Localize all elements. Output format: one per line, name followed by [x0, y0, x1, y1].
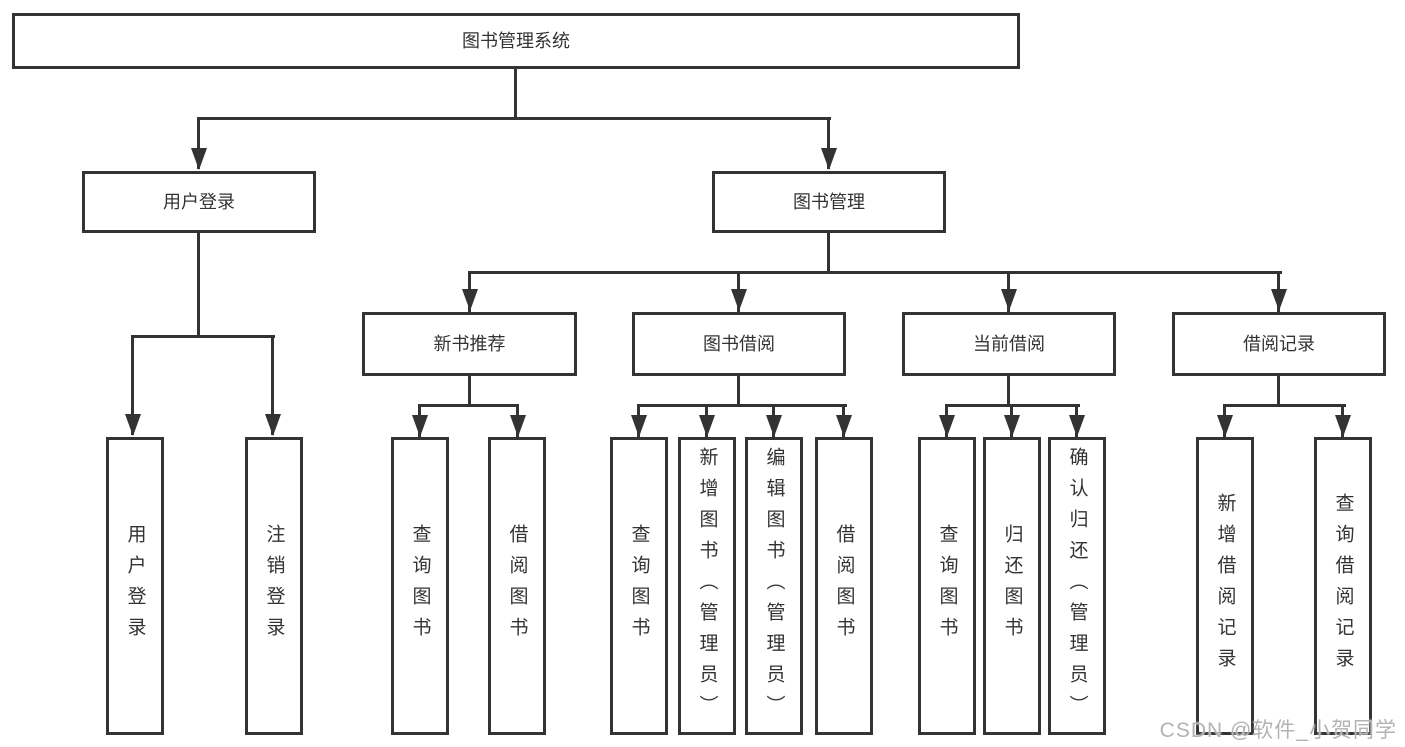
arrow-down-icon — [462, 289, 478, 311]
node-user-login: 用户登录 — [82, 171, 316, 233]
arrow-down-icon — [836, 415, 852, 437]
leaf-add-books-admin: 新增图书（管理员） — [678, 437, 736, 735]
leaf-query-borrow-record-label: 查询借阅记录 — [1332, 493, 1354, 679]
leaf-borrow-query-books-label: 查询图书 — [628, 524, 650, 648]
arrow-down-icon — [766, 415, 782, 437]
connector-line — [468, 376, 471, 407]
arrow-down-icon — [699, 415, 715, 437]
arrow-down-icon — [412, 415, 428, 437]
connector-line — [131, 335, 275, 338]
connector-line — [197, 117, 831, 120]
connector-line — [418, 404, 519, 407]
leaf-add-borrow-record-label: 新增借阅记录 — [1214, 493, 1236, 679]
leaf-recommend-query-books: 查询图书 — [391, 437, 449, 735]
connector-line — [827, 117, 830, 169]
connector-line — [131, 335, 134, 435]
connector-line — [197, 117, 200, 169]
arrow-down-icon — [1217, 415, 1233, 437]
node-new-book-recommend: 新书推荐 — [362, 312, 577, 376]
connector-line — [271, 335, 274, 435]
leaf-current-query-books-label: 查询图书 — [936, 524, 958, 648]
node-root-label: 图书管理系统 — [462, 31, 570, 51]
arrow-down-icon — [1004, 415, 1020, 437]
arrow-down-icon — [191, 148, 207, 170]
connector-line — [1223, 404, 1346, 407]
arrow-down-icon — [1001, 289, 1017, 311]
arrow-down-icon — [1335, 415, 1351, 437]
node-root: 图书管理系统 — [12, 13, 1020, 69]
node-current-borrow: 当前借阅 — [902, 312, 1116, 376]
connector-line — [197, 233, 200, 337]
leaf-recommend-query-books-label: 查询图书 — [409, 524, 431, 648]
arrow-down-icon — [125, 414, 141, 436]
arrow-down-icon — [1271, 289, 1287, 311]
node-user-login-label: 用户登录 — [163, 192, 235, 212]
leaf-borrow-query-books: 查询图书 — [610, 437, 668, 735]
node-book-borrow-label: 图书借阅 — [703, 334, 775, 354]
node-borrow-records-label: 借阅记录 — [1243, 334, 1315, 354]
arrow-down-icon — [731, 289, 747, 311]
connector-line — [827, 233, 830, 273]
node-book-borrow: 图书借阅 — [632, 312, 846, 376]
leaf-return-books: 归还图书 — [983, 437, 1041, 735]
leaf-return-books-label: 归还图书 — [1001, 524, 1023, 648]
node-book-management: 图书管理 — [712, 171, 946, 233]
leaf-current-query-books: 查询图书 — [918, 437, 976, 735]
connector-line — [468, 271, 1282, 274]
leaf-user-login-label: 用户登录 — [124, 524, 146, 648]
connector-line — [1007, 376, 1010, 407]
node-book-management-label: 图书管理 — [793, 192, 865, 212]
leaf-borrow-books-label: 借阅图书 — [833, 524, 855, 648]
node-current-borrow-label: 当前借阅 — [973, 334, 1045, 354]
leaf-add-borrow-record: 新增借阅记录 — [1196, 437, 1254, 735]
arrow-down-icon — [631, 415, 647, 437]
leaf-edit-books-admin-label: 编辑图书（管理员） — [763, 446, 785, 726]
connector-line — [637, 404, 847, 407]
leaf-query-borrow-record: 查询借阅记录 — [1314, 437, 1372, 735]
leaf-logout-label: 注销登录 — [263, 524, 285, 648]
connector-line — [737, 376, 740, 407]
node-new-book-recommend-label: 新书推荐 — [433, 334, 506, 354]
connector-line — [1277, 376, 1280, 407]
arrow-down-icon — [821, 148, 837, 170]
leaf-logout: 注销登录 — [245, 437, 303, 735]
arrow-down-icon — [1069, 415, 1085, 437]
leaf-edit-books-admin: 编辑图书（管理员） — [745, 437, 803, 735]
leaf-borrow-books: 借阅图书 — [815, 437, 873, 735]
leaf-confirm-return-admin: 确认归还（管理员） — [1048, 437, 1106, 735]
arrow-down-icon — [510, 415, 526, 437]
arrow-down-icon — [265, 414, 281, 436]
arrow-down-icon — [939, 415, 955, 437]
leaf-confirm-return-admin-label: 确认归还（管理员） — [1066, 446, 1088, 726]
leaf-recommend-borrow-books-label: 借阅图书 — [506, 524, 528, 648]
csdn-watermark: CSDN @软件_小贺同学 — [1159, 719, 1397, 742]
leaf-recommend-borrow-books: 借阅图书 — [488, 437, 546, 735]
node-borrow-records: 借阅记录 — [1172, 312, 1386, 376]
connector-line — [514, 69, 517, 118]
leaf-add-books-admin-label: 新增图书（管理员） — [696, 446, 718, 726]
leaf-user-login: 用户登录 — [106, 437, 164, 735]
